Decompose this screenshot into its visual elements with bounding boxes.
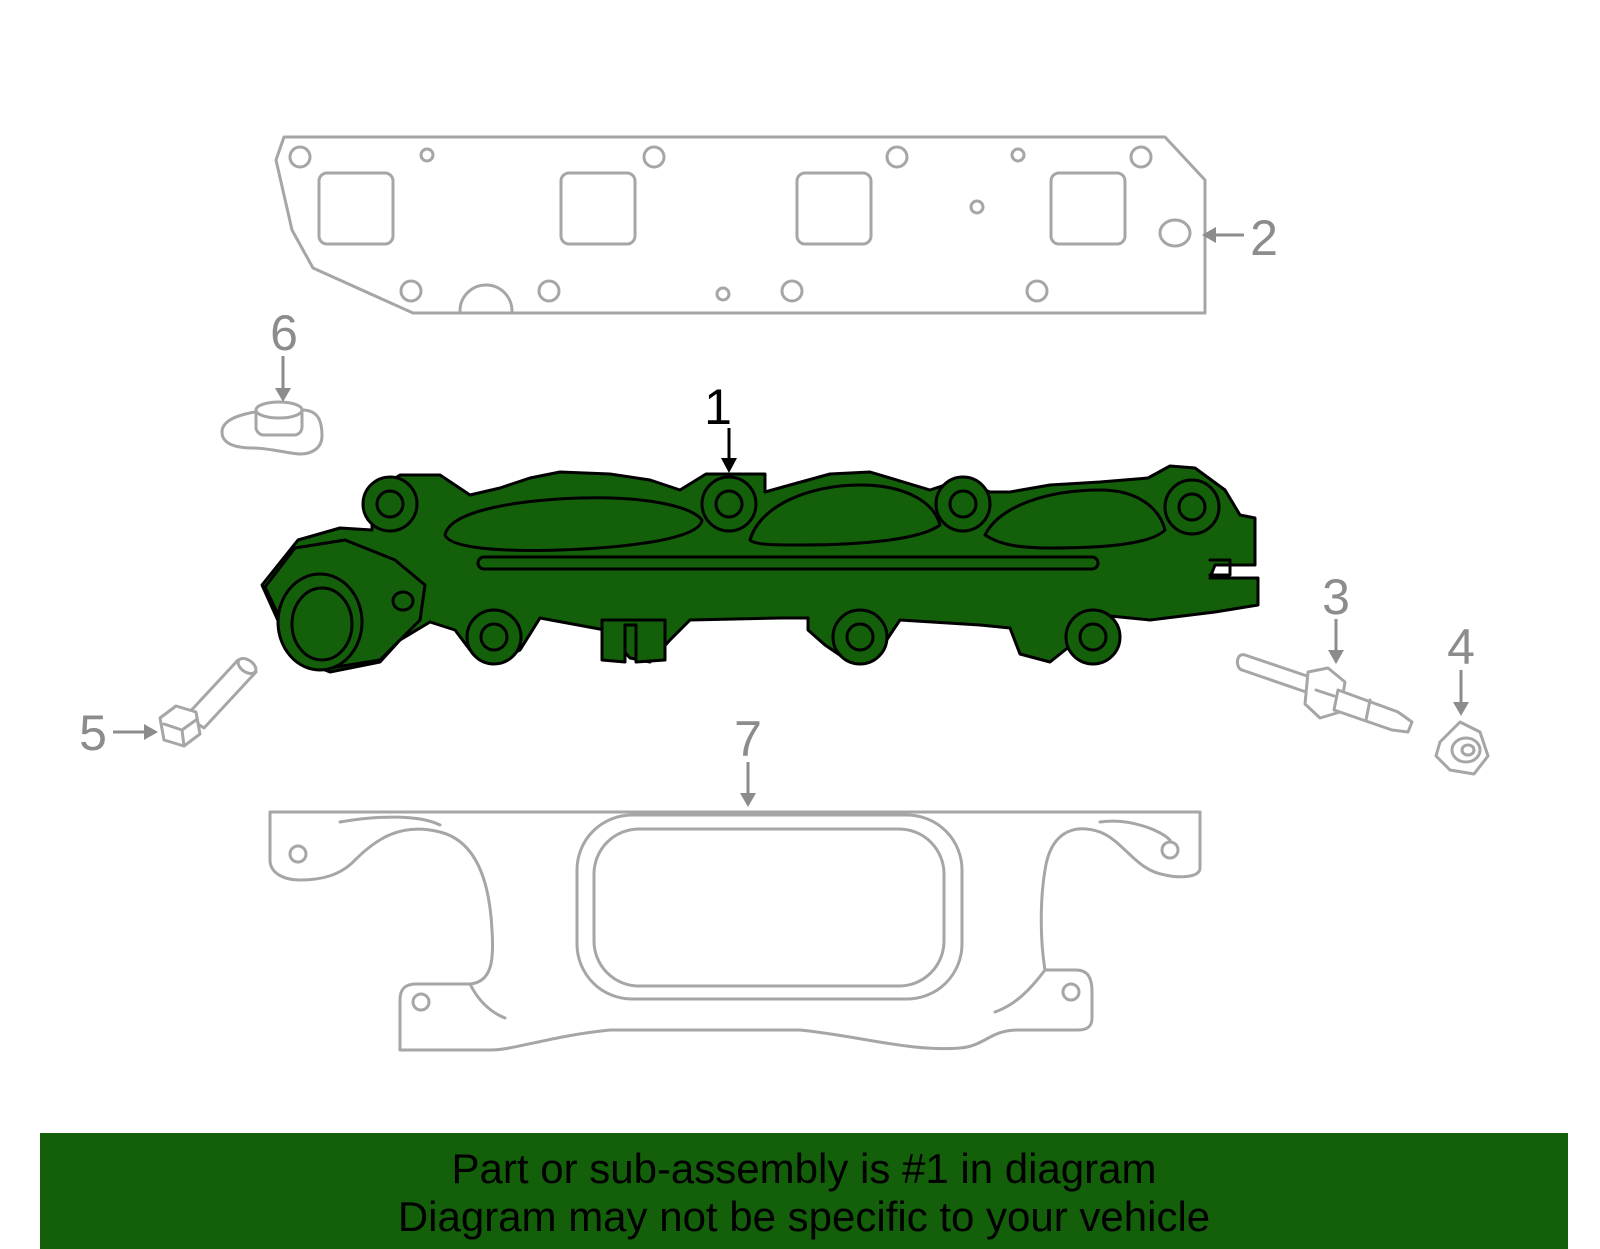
banner-line-2: Diagram may not be specific to your vehi…	[397, 1193, 1211, 1240]
callout-label-5: 5	[79, 705, 107, 761]
heat-shield-part-7	[268, 810, 1202, 1052]
banner-line-1: Part or sub-assembly is #1 in diagram	[451, 1145, 1157, 1192]
arrow-down-icon	[275, 388, 291, 402]
arrow-left-icon	[1202, 227, 1216, 243]
callout-1: 1	[704, 379, 737, 473]
callout-2: 2	[1202, 210, 1278, 266]
bolt-part-5	[158, 656, 258, 748]
callout-label-6: 6	[270, 305, 298, 361]
arrow-down-icon	[1453, 702, 1469, 716]
callout-7: 7	[734, 711, 762, 807]
callout-label-4: 4	[1447, 619, 1475, 675]
callout-4: 4	[1447, 619, 1475, 716]
callout-5: 5	[79, 705, 158, 761]
callout-label-7: 7	[734, 711, 762, 767]
callout-label-3: 3	[1322, 569, 1350, 625]
arrow-down-icon	[740, 793, 756, 807]
nut-part-4	[1434, 720, 1490, 776]
arrow-right-icon	[144, 724, 158, 740]
arrow-down-icon	[721, 458, 737, 473]
callout-3: 3	[1322, 569, 1350, 664]
washer-part-6	[220, 400, 324, 456]
arrow-down-icon	[1328, 650, 1344, 664]
exhaust-manifold-part-1	[260, 464, 1260, 674]
callout-6: 6	[270, 305, 298, 402]
gasket-part-2	[274, 135, 1207, 315]
callout-label-2: 2	[1250, 210, 1278, 266]
callout-label-1: 1	[704, 379, 732, 435]
info-banner: Part or sub-assembly is #1 in diagram Di…	[40, 1133, 1568, 1249]
stud-part-3	[1236, 653, 1414, 734]
